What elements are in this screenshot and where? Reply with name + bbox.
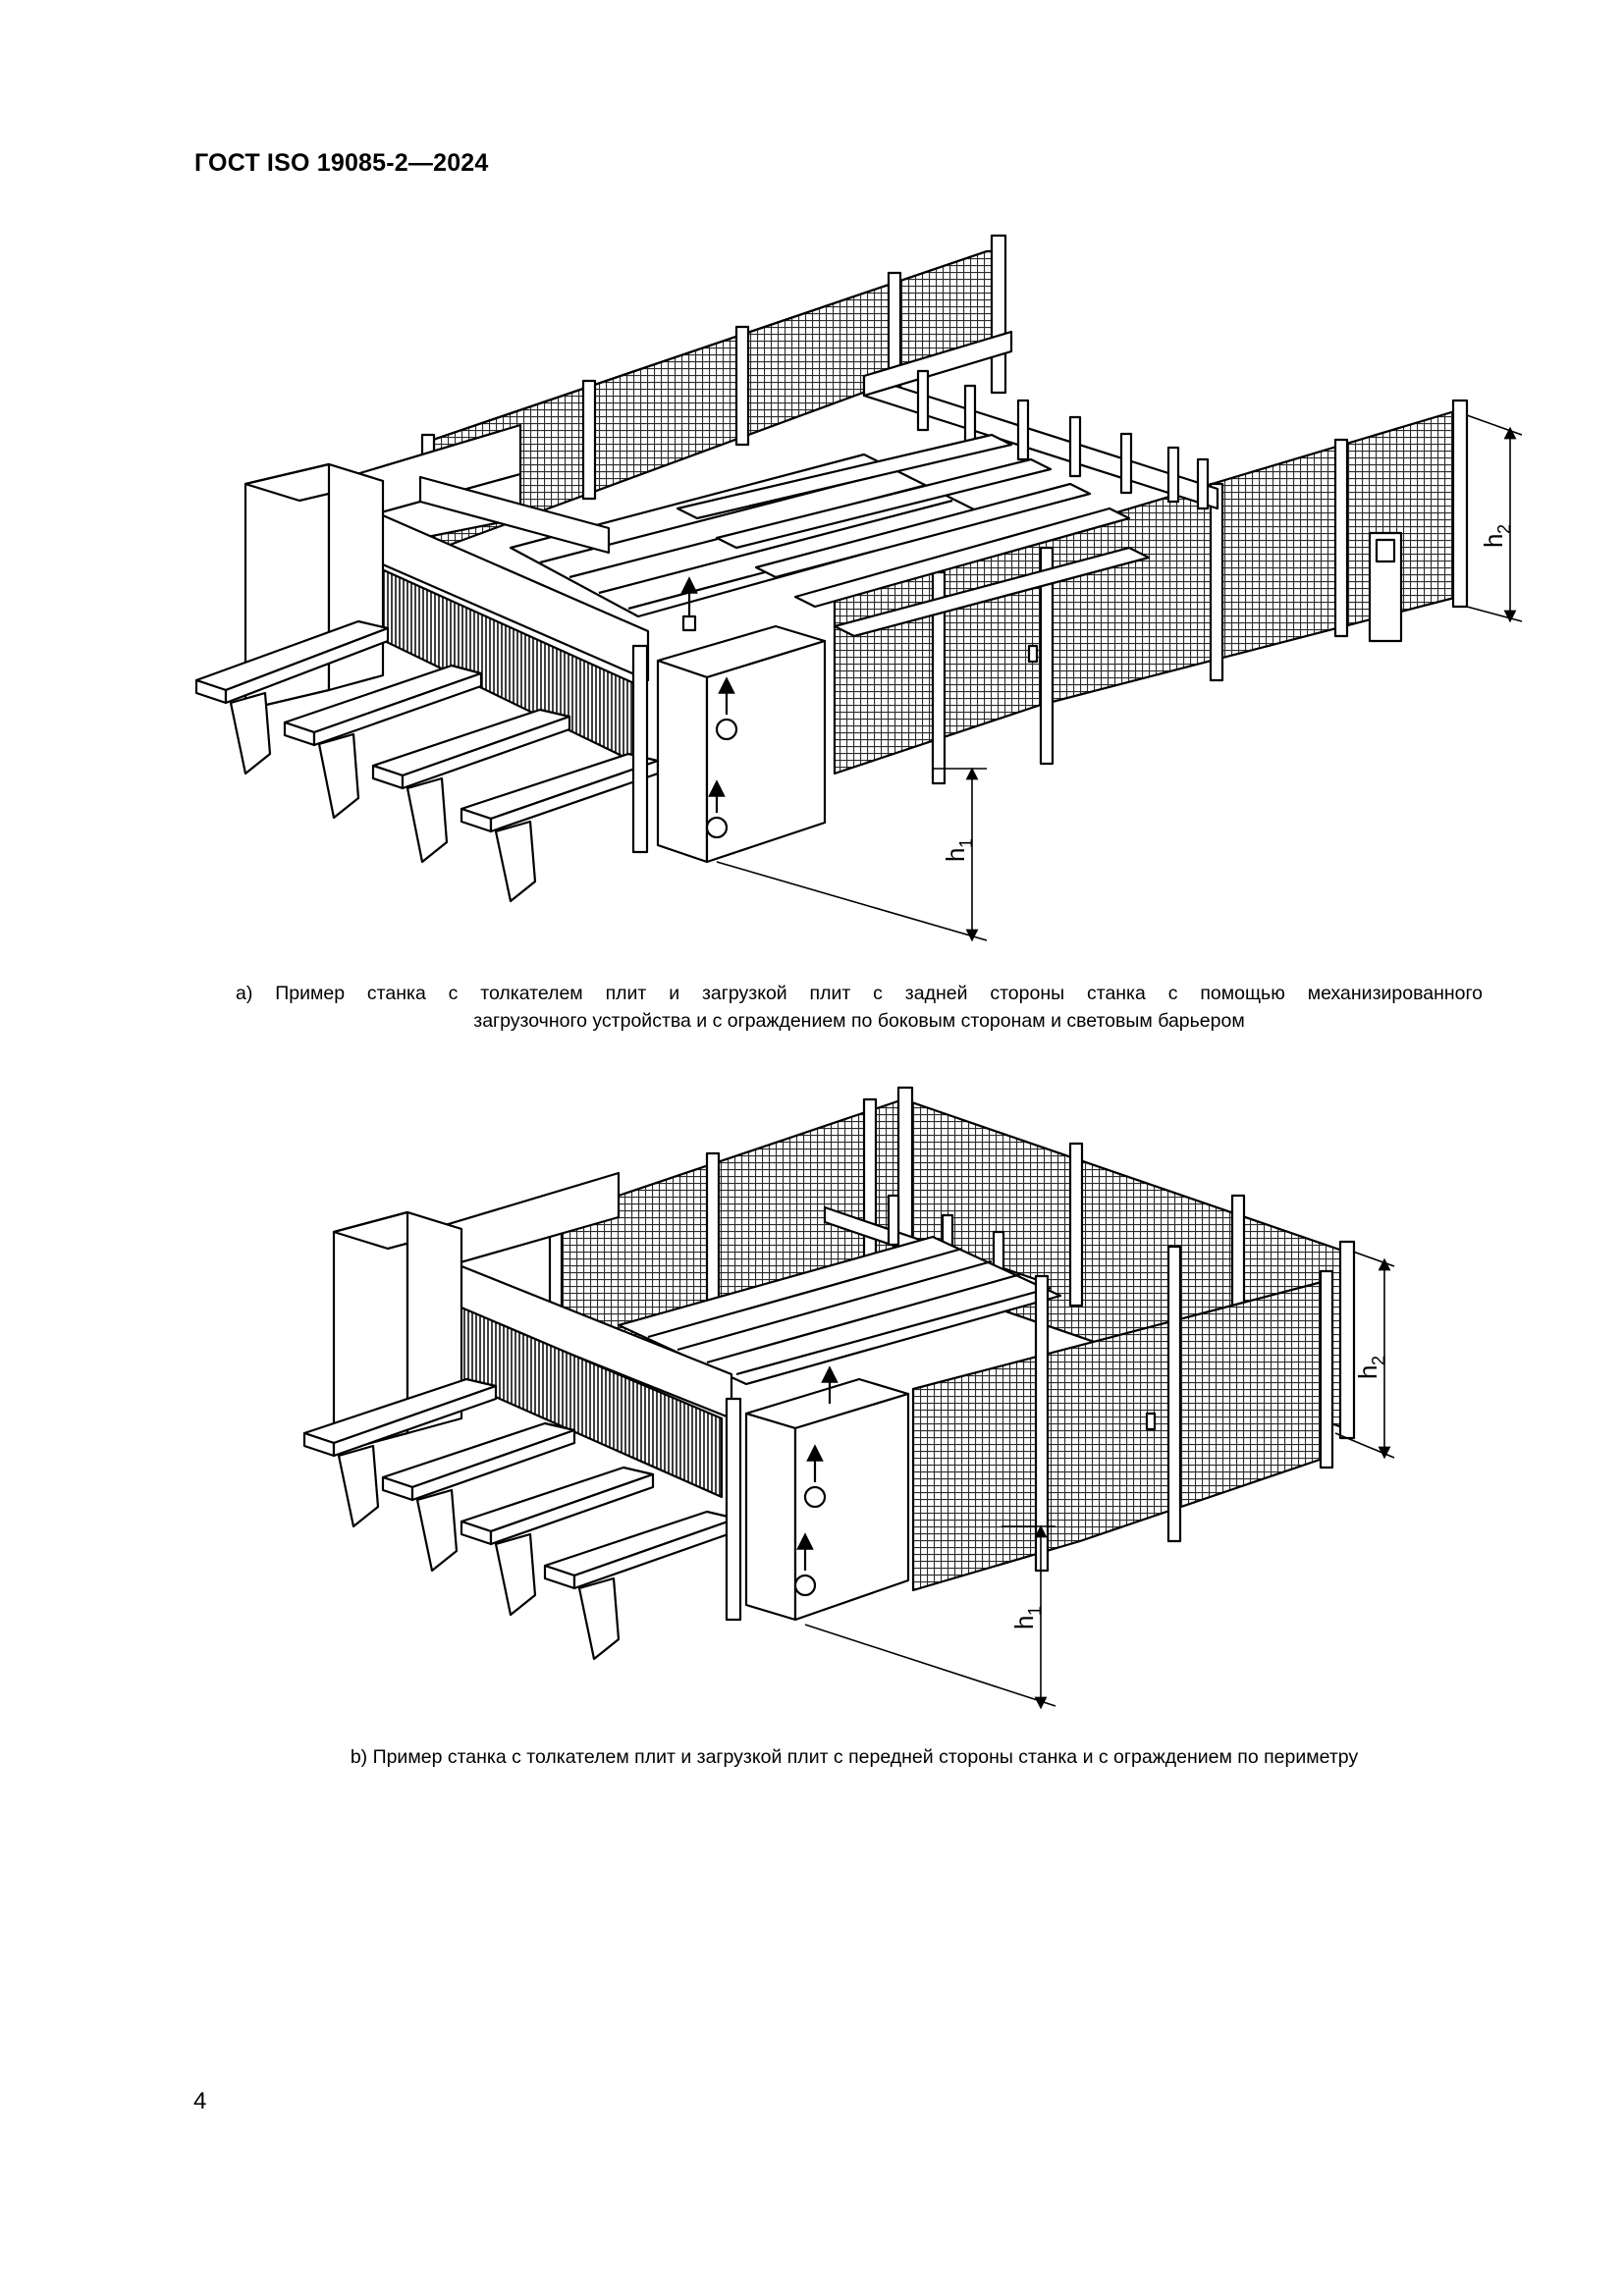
figure-b-drawing: h 1 h 2	[295, 1080, 1443, 1718]
dimension-h1	[716, 767, 988, 942]
h1-subscript: 1	[1025, 1606, 1045, 1616]
h1-subscript: 1	[956, 838, 976, 848]
side-fence-right	[833, 399, 1469, 785]
h1-label: h	[1009, 1616, 1039, 1629]
dimension-h1	[804, 1524, 1056, 1710]
h2-label: h	[1353, 1365, 1382, 1379]
dimension-h2	[1466, 414, 1523, 623]
control-cabinet	[725, 1377, 910, 1622]
front-fence	[911, 1245, 1334, 1592]
figure-a-caption-line1: a) Пример станка с толкателем плит и заг…	[236, 983, 1483, 1004]
dimension-h2	[1334, 1251, 1395, 1460]
h2-subscript: 2	[1494, 524, 1514, 534]
control-cabinet	[631, 624, 827, 864]
figure-a-drawing: h 1 h 2	[187, 224, 1542, 950]
machine-table	[509, 433, 1151, 638]
figure-a-caption-line2: загрузочного устройства и с ограждением …	[473, 1010, 1245, 1032]
h2-subscript: 2	[1369, 1356, 1388, 1365]
page-number: 4	[193, 2088, 207, 2114]
h2-label: h	[1479, 534, 1508, 548]
figure-b-caption: b) Пример станка с толкателем плит и заг…	[350, 1746, 1359, 1768]
air-tables	[302, 1377, 738, 1661]
left-column	[332, 1210, 463, 1455]
figure-a-caption: a) Пример станка с толкателем плит и заг…	[236, 980, 1483, 1035]
document-header: ГОСТ ISO 19085-2—2024	[194, 149, 489, 177]
pressure-beam	[410, 1171, 733, 1499]
h1-label: h	[941, 848, 970, 862]
loading-frame	[862, 330, 1219, 510]
